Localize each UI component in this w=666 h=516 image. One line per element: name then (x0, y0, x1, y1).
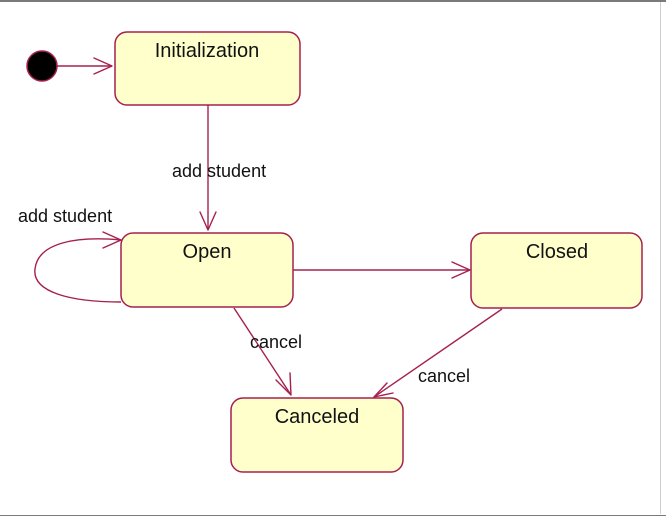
transition-label-open-to-canceled: cancel (250, 332, 302, 352)
state-open-label: Open (183, 241, 232, 263)
arrowhead-open-to-closed (451, 261, 471, 279)
arrowhead-open-self (102, 231, 122, 249)
state-canceled (230, 397, 404, 473)
state-closed (470, 232, 643, 309)
state-initialization-label: Initialization (155, 40, 260, 62)
arrowhead-initialization-to-open (199, 211, 217, 231)
state-closed-label: Closed (526, 241, 588, 263)
transition-label-init-to-open: add student (172, 161, 266, 181)
arrowhead-initial-to-initialization (93, 57, 113, 75)
initial-state-node (26, 50, 58, 82)
edge-closed-to-canceled (373, 308, 503, 398)
top-border (0, 0, 666, 2)
transition-label-closed-to-canceled: cancel (418, 366, 470, 386)
edge-open-self (34, 238, 122, 303)
arrowhead-open-to-canceled (275, 372, 292, 396)
arrowhead-closed-to-canceled (373, 382, 394, 398)
right-border (660, 2, 661, 514)
state-canceled-label: Canceled (275, 406, 360, 428)
transition-label-open-self: add student (18, 206, 112, 226)
edge-open-to-canceled (233, 307, 292, 396)
